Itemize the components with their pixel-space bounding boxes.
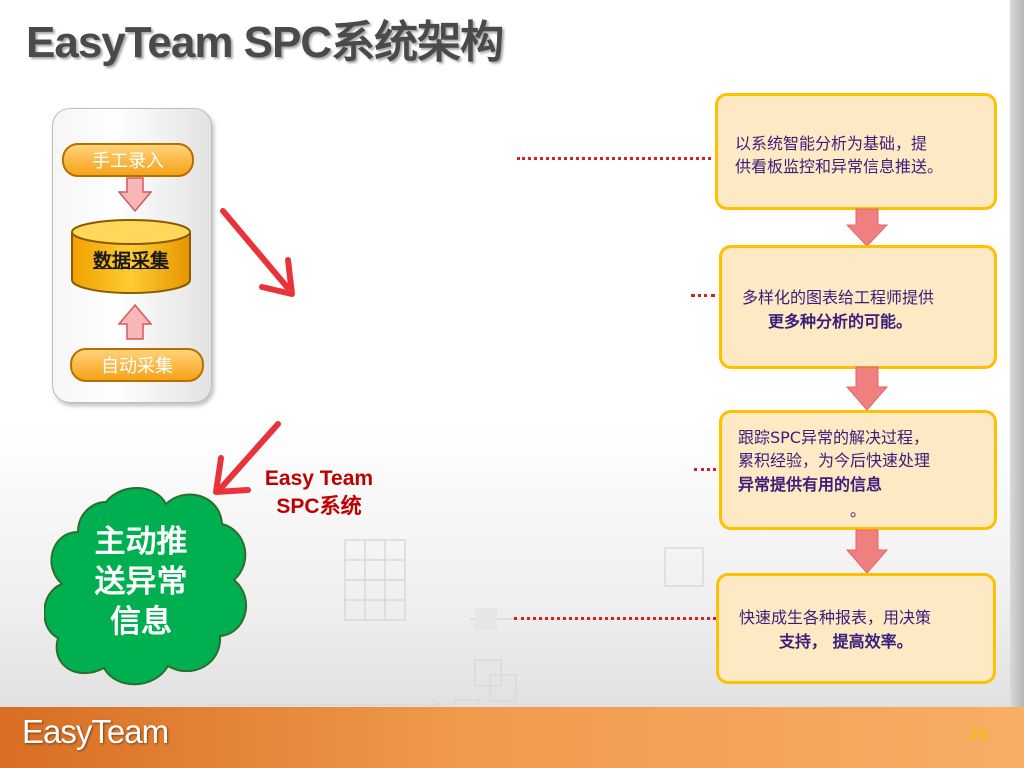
push-arrow-icon	[213, 421, 281, 495]
connector-dotted-line	[691, 294, 715, 297]
system-name-line-1: Easy Team	[264, 467, 374, 490]
cloud-text: 主动推 送异常 信息	[60, 522, 222, 642]
system-name-line-2: SPC系统	[276, 495, 362, 518]
footer-logo: EasyTeam	[22, 713, 169, 750]
footer-bar	[0, 707, 1024, 768]
manual-input-pill: 手工录入	[62, 143, 194, 177]
step-1-line-2: 供看板监控和异常信息推送。	[735, 157, 944, 176]
step-1-line-1: 以系统智能分析为基础，提	[735, 134, 928, 153]
down-arrow-icon	[118, 177, 152, 213]
connector-dotted-line	[517, 157, 711, 160]
step-2-line-1: 多样化的图表给工程师提供	[742, 288, 935, 307]
cloud-line-3: 信息	[110, 604, 172, 640]
connector-dotted-line	[694, 468, 716, 471]
right-edge-bar	[1010, 0, 1024, 710]
background-decor-graphic	[210, 539, 720, 720]
step-3-line-4: 。	[850, 501, 867, 520]
database-icon	[71, 219, 191, 294]
step-4-line-2: 支持， 提高效率。	[779, 632, 913, 651]
down-arrow-icon	[846, 366, 888, 411]
step-box: 多样化的图表给工程师提供 更多种分析的可能。	[719, 245, 997, 369]
cloud-line-1: 主动推	[94, 524, 188, 560]
step-2-line-2: 更多种分析的可能。	[768, 312, 913, 331]
connector-dotted-line	[514, 617, 716, 620]
up-arrow-icon	[118, 304, 152, 340]
flow-arrow-icon	[220, 208, 295, 297]
step-box: 跟踪SPC异常的解决过程， 累积经验，为今后快速处理 异常提供有用的信息 。	[719, 410, 997, 530]
data-collection-label: 数据采集	[92, 250, 169, 272]
step-box: 快速成生各种报表，用决策 支持， 提高效率。	[716, 573, 996, 684]
page-title: EasyTeam SPC系统架构	[26, 18, 504, 67]
cloud-shape	[44, 487, 248, 686]
step-3-line-3: 异常提供有用的信息	[738, 475, 883, 494]
system-name-label: Easy Team SPC系统	[244, 465, 394, 521]
step-3-line-1: 跟踪SPC异常的解决过程，	[738, 428, 929, 447]
auto-collection-pill: 自动采集	[70, 348, 204, 382]
down-arrow-icon	[846, 208, 888, 247]
page-number: 26	[968, 725, 989, 744]
step-4-line-1: 快速成生各种报表，用决策	[739, 608, 932, 627]
step-3-line-2: 累积经验，为今后快速处理	[738, 451, 931, 470]
cloud-line-2: 送异常	[94, 564, 188, 600]
down-arrow-icon	[846, 529, 888, 574]
step-box: 以系统智能分析为基础，提 供看板监控和异常信息推送。	[715, 93, 997, 210]
